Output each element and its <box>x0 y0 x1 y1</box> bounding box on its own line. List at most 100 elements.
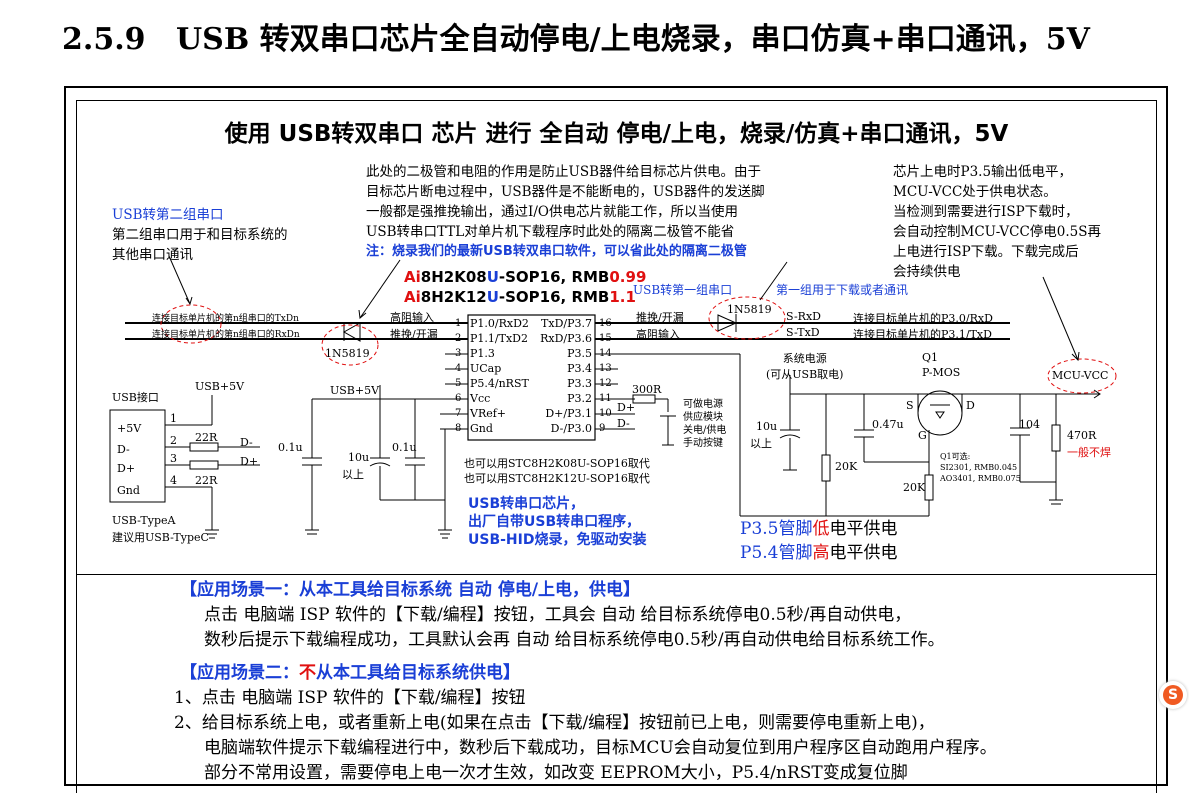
chip1-a: 8H2K08 <box>420 268 487 286</box>
r22-b: 22R <box>195 474 218 487</box>
p54-a: P5.4管脚 <box>740 543 813 563</box>
sogou-logo-icon[interactable]: S <box>1159 681 1187 709</box>
second-port-desc1: 第二组串口用于和目标系统的 <box>112 227 288 243</box>
system-power-label: 系统电源 (可从USB取电) <box>766 350 843 382</box>
chip1-b: -SOP16, RMB <box>498 268 610 286</box>
hiz-in-left: 高阻输入 <box>390 311 434 324</box>
chip-part-1: Ai8H2K08U-SOP16, RMB0.99 <box>404 268 646 286</box>
logo-glyph: S <box>1163 685 1183 705</box>
scenario-1-title: 【应用场景一：从本工具给目标系统 自动 停电/上电，供电】 <box>180 580 641 600</box>
scenario-1: 【应用场景一：从本工具给目标系统 自动 停电/上电，供电】 点击 电脑端 ISP… <box>180 578 945 653</box>
usb-5v-chip: USB+5V <box>330 384 380 397</box>
scenario-2-line2: 2、给目标系统上电，或者重新上电(如果在点击【下载/编程】按钮前已上电，则需要停… <box>174 713 935 733</box>
chip-body <box>467 314 596 441</box>
cap-0.47u: 0.47u <box>872 418 904 431</box>
usb-pin-num-3: 3 <box>170 452 177 465</box>
cap-10u: 10u <box>348 451 370 464</box>
diode-left <box>342 322 361 342</box>
mcu-note-line3: 当检测到需要进行ISP下载时， <box>893 204 1079 220</box>
system-power-1: 系统电源 <box>782 352 827 365</box>
cap-104: 104 <box>1019 418 1040 431</box>
first-port-label: USB转第一组串口 <box>633 283 733 297</box>
mos-d: D <box>966 399 975 412</box>
diode-note-line1: 此处的二极管和电阻的作用是防止USB器件给目标芯片供电。由于 <box>366 164 762 180</box>
pin-right-12: P3.3 <box>567 377 592 390</box>
cap-0.1u-a: 0.1u <box>278 441 303 454</box>
diode-left-label: 1N5819 <box>325 347 370 360</box>
system-power-2: (可从USB取电) <box>766 368 844 381</box>
r300-label: 300R <box>632 383 662 396</box>
chip-left-pins: P1.0/RxD2 P1.1/TxD2 P1.3 UCap P5.4/nRST … <box>470 316 529 436</box>
usb-pin-num-2: 2 <box>170 434 177 447</box>
section-number: 2.5.9 <box>62 22 146 57</box>
pin-right-15: RxD/P3.6 <box>540 332 592 345</box>
r22-a: 22R <box>195 431 218 444</box>
scenario-1-line1: 点击 电脑端 ISP 软件的【下载/编程】按钮，工具会 自动 给目标系统停电0.… <box>204 605 912 625</box>
cap-10u-min: 以上 <box>342 468 364 481</box>
pin-right-11: P3.2 <box>567 392 592 405</box>
scenario-2-line3: 电脑端软件提示下载编程进行中，数秒后下载成功，目标MCU会自动复位到用户程序区自… <box>204 738 997 758</box>
right-net-rxd: 连接目标单片机的P3.0/RxD <box>853 312 993 325</box>
chip-right-pins: TxD/P3.7 RxD/P3.6 P3.5 P3.4 P3.3 P3.2 D+… <box>536 316 592 436</box>
button-note-2: 供应模块 <box>683 412 723 423</box>
usb-pin-dminus: D- <box>117 443 130 456</box>
p54-b: 高 <box>812 543 830 563</box>
diode-note-line4: USB转串口TTL对单片机下载程序时此处的隔离二极管不能省 <box>366 224 735 240</box>
hiz-in-right: 高阻输入 <box>636 328 680 341</box>
r20k-a: 20K <box>835 460 858 473</box>
p35-note: P3.5管脚低电平供电 <box>740 514 897 539</box>
pin-right-14: P3.5 <box>567 347 592 360</box>
scenario-2-line1: 1、点击 电脑端 ISP 软件的【下载/编程】按钮 <box>174 688 526 708</box>
usb-dminus-net: D- <box>240 436 253 449</box>
pin-left-3: P1.3 <box>470 347 495 360</box>
pmos-label: P-MOS <box>922 366 961 379</box>
pin-num-14: 14 <box>599 348 612 359</box>
chip-blurb: USB转串口芯片， 出厂自带USB转串口程序， USB-HID烧录，免驱动安装 <box>468 495 646 549</box>
pin-left-2: P1.1/TxD2 <box>470 332 528 345</box>
diagram-title: 使用 USB转双串口 芯片 进行 全自动 停电/上电，烧录/仿真+串口通讯，5V <box>224 121 1009 147</box>
p54-note: P5.4管脚高电平供电 <box>740 538 897 563</box>
s-rxd: S-RxD <box>786 310 821 323</box>
pin-left-1: P1.0/RxD2 <box>470 317 529 330</box>
alt-chip-1: 也可以用STC8H2K08U-SOP16取代 <box>464 457 650 470</box>
q1-alt-1: Q1可选: <box>940 452 971 461</box>
chip2-price: 1.1 <box>609 288 636 306</box>
usb-5v-label: USB+5V <box>195 380 245 393</box>
usb-pin-gnd: Gnd <box>117 484 140 497</box>
right-net-txd: 连接目标单片机的P3.1/TxD <box>853 328 992 341</box>
chip-right-pin-numbers: 16 15 14 13 12 11 10 9 <box>599 316 612 436</box>
pin-right-16: TxD/P3.7 <box>541 317 592 330</box>
second-port-heading: USB转第二组串口 <box>112 207 224 223</box>
chip2-u: U <box>486 288 499 306</box>
usb-pin-num-1: 1 <box>170 412 177 425</box>
diode-right-label: 1N5819 <box>727 303 772 316</box>
pin-num-2: 2 <box>455 333 462 344</box>
button-note-3: 关电/供电 <box>683 425 727 436</box>
schematic-panel <box>76 100 1157 575</box>
pin-num-13: 13 <box>599 363 612 374</box>
usb-pin-num-4: 4 <box>170 474 177 487</box>
left-net-txdn: 连接目标单片机的第n组串口的TxDn <box>152 314 299 324</box>
left-net-rxdn: 连接目标单片机的第n组串口的RxDn <box>152 330 300 340</box>
p35-c: 电平供电 <box>829 519 898 539</box>
usb-type-a: USB-TypeA <box>112 514 176 527</box>
scenario-2-line4: 部分不常用设置，需要停电上电一次才生效，如改变 EEPROM大小，P5.4/nR… <box>204 763 908 783</box>
pin-num-6: 6 <box>455 393 462 404</box>
s-txd: S-TxD <box>786 326 820 339</box>
mcu-note-line1: 芯片上电时P3.5输出低电平， <box>893 164 1073 180</box>
pin-num-5: 5 <box>455 378 462 389</box>
pushpull-right: 推挽/开漏 <box>636 311 684 324</box>
pin-num-4: 4 <box>455 363 462 374</box>
pin-left-6: Vcc <box>470 392 491 405</box>
scenario-2-title-c: 从本工具给目标系统供电】 <box>316 663 520 683</box>
usb-connector-body <box>109 409 166 503</box>
chip1-price: 0.99 <box>609 268 647 286</box>
button-note-1: 可做电源 <box>683 399 723 410</box>
d-plus-out: D+ <box>617 401 636 414</box>
diode-note: 此处的二极管和电阻的作用是防止USB器件给目标芯片供电。由于 目标芯片断电过程中… <box>366 162 765 262</box>
diode-note-line3: 一般都是强推挽输出，通过I/O供电芯片就能工作，所以当使用 <box>366 204 738 220</box>
pin-left-4: UCap <box>470 362 502 375</box>
usb-type-c: 建议用USB-TypeC <box>112 531 209 544</box>
